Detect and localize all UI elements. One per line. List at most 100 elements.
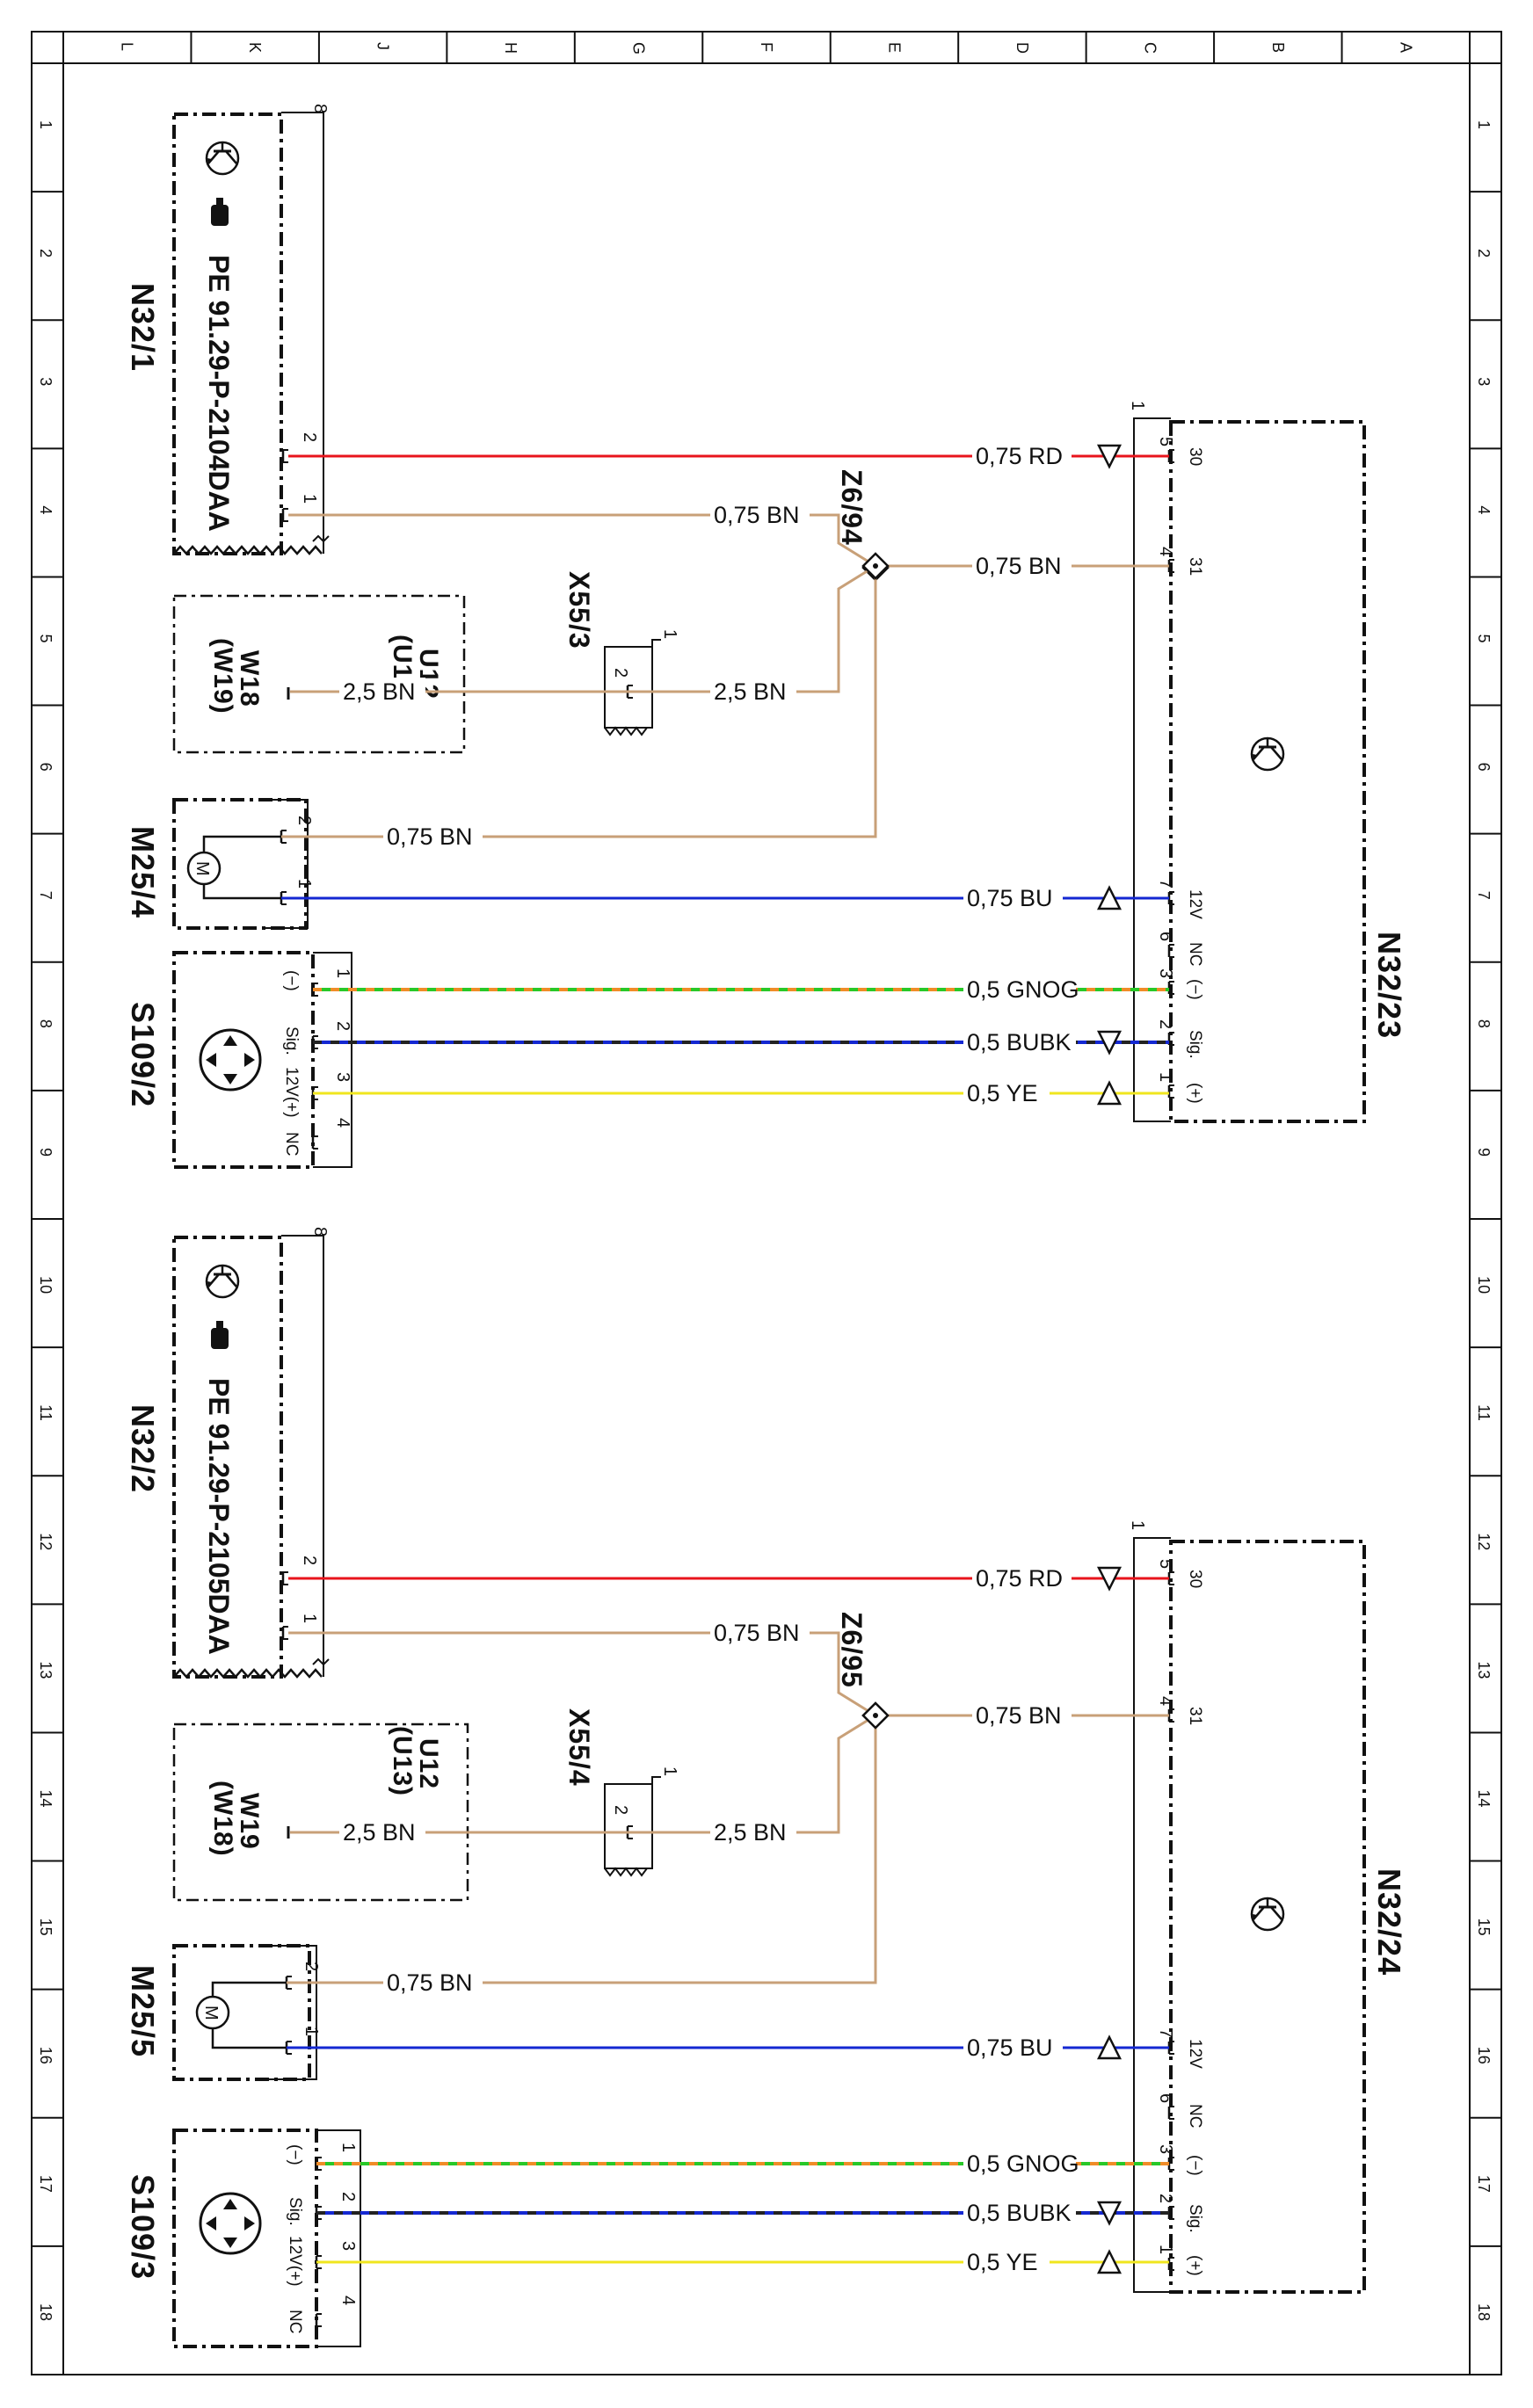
wire-label: 2,5 BN	[714, 1819, 787, 1846]
row-label: 8	[1475, 1019, 1493, 1028]
motor-pin: 2	[302, 1962, 321, 1971]
ecu-icon	[205, 141, 240, 176]
direction-arrow-icon	[1096, 2034, 1123, 2060]
module-designation: N32/23	[1371, 932, 1407, 1039]
row-label: 3	[37, 377, 54, 386]
row-label: 13	[37, 1661, 54, 1679]
sensor-term: 12V(+)	[286, 2236, 304, 2287]
wire-label: 0,75 BN	[387, 1969, 473, 1996]
wire-label: 0,75 RD	[976, 1565, 1063, 1592]
wire-label: 0,75 BN	[714, 502, 800, 528]
row-label: 10	[37, 1276, 54, 1294]
row-label: 16	[37, 2047, 54, 2064]
direction-arrow-icon	[1096, 1566, 1123, 1592]
wire-label: 0,75 BN	[976, 1702, 1062, 1729]
module-pin: 4	[1156, 1696, 1175, 1706]
connector-designation: X55/4	[563, 1708, 595, 1787]
row-label: 2	[37, 249, 54, 257]
module-term: 12V	[1186, 889, 1204, 919]
motor-designation: M25/5	[125, 1965, 161, 2057]
motor-symbol: M	[193, 861, 212, 876]
wire-label: 2,5 BN	[343, 678, 416, 705]
sensor-term: 12V(+)	[282, 1067, 301, 1118]
lower-circuit: 8 PE 91.29-P-2105DAA N32/2 2 1 U12 (U13)…	[125, 1227, 1407, 2348]
sensor-box: (−) Sig. 12V(+) NC 1 2 3 4 S109/3	[125, 2129, 361, 2348]
row-label: 1	[37, 120, 54, 129]
sensor-designation: S109/2	[125, 1002, 161, 1107]
ground-box-label: (U13)	[388, 1726, 417, 1796]
wire-label: 2,5 BN	[714, 678, 787, 705]
column-label: L	[119, 42, 136, 51]
connector-designation: X55/3	[563, 571, 595, 649]
row-label: 7	[1475, 891, 1493, 900]
connector-pin: 2	[611, 1805, 630, 1815]
wire-label: 0,5 BUBK	[967, 1029, 1072, 1055]
row-label: 11	[37, 1404, 54, 1421]
direction-arrow-icon	[1096, 885, 1123, 910]
row-label: 4	[37, 505, 54, 514]
connector-x55: 1 2 X55/3	[563, 571, 679, 736]
ctrl-unit-designation: N32/1	[125, 283, 161, 372]
row-label: 5	[37, 635, 54, 643]
module-term: (+)	[1186, 1083, 1204, 1104]
column-label: A	[1397, 42, 1414, 53]
sensor-term: (−)	[286, 2144, 304, 2165]
motor-pin: 1	[302, 2027, 321, 2036]
row-label: 3	[1475, 377, 1493, 386]
ctrl-unit-box: 8 PE 91.29-P-2104DAA N32/1 2 1	[125, 104, 330, 555]
module-term: (−)	[1186, 979, 1204, 1000]
wire-label: 0,75 RD	[976, 443, 1063, 469]
frame-inner	[62, 62, 1471, 2375]
module-term: Sig.	[1186, 1030, 1204, 1059]
ecu-icon	[1250, 1897, 1285, 1932]
wire-label: 0,5 GNOG	[967, 2151, 1079, 2177]
direction-arrow-icon	[1096, 1030, 1123, 1055]
row-label: 8	[37, 1019, 54, 1028]
row-label: 6	[37, 763, 54, 772]
row-label: 1	[1475, 120, 1493, 129]
wire-label: 0,5 YE	[967, 1080, 1038, 1106]
wire-brown	[288, 1631, 876, 1717]
row-label: 9	[1475, 1148, 1493, 1157]
joystick-icon	[199, 2192, 262, 2255]
column-label: B	[1269, 42, 1287, 53]
column-label: J	[374, 42, 392, 50]
joystick-icon	[199, 1028, 262, 1092]
wire-label: 0,75 BN	[976, 553, 1062, 579]
module-term: (+)	[1186, 2255, 1204, 2276]
ground-point-designation: Z6/95	[836, 1612, 868, 1688]
module-term: 12V	[1186, 2039, 1204, 2069]
row-label: 15	[37, 1918, 54, 1936]
wire-label: 0,75 BU	[967, 885, 1053, 911]
module-connector-number: 1	[1128, 401, 1147, 410]
ground-wire-label: (W18)	[208, 1781, 237, 1857]
module-pin: 7	[1156, 879, 1175, 888]
motor-designation: M25/4	[125, 826, 161, 918]
motor-pin: 2	[294, 816, 314, 825]
sensor-pin: 2	[333, 1021, 352, 1031]
ecu-icon	[1250, 736, 1285, 772]
row-label: 6	[1475, 763, 1493, 772]
ctrl-unit-pin: 1	[300, 1614, 319, 1623]
row-label: 12	[37, 1533, 54, 1550]
module-pin: 2	[1156, 1019, 1175, 1029]
connector-number: 1	[660, 629, 679, 639]
row-label: 14	[37, 1790, 54, 1808]
sensor-term: Sig.	[282, 1026, 301, 1055]
module-pin: 1	[1156, 2245, 1175, 2254]
wire-label: 0,75 BU	[967, 2034, 1053, 2061]
sensor-pin: 3	[333, 1072, 352, 1082]
connector-x55: 1 2 X55/4	[563, 1708, 679, 1877]
module-pin: 3	[1156, 2144, 1175, 2154]
sensor-pin: 1	[338, 2143, 358, 2152]
motor-pin: 1	[294, 879, 314, 888]
ctrl-unit-connector-number: 8	[310, 104, 330, 113]
column-label: F	[758, 42, 775, 52]
sensor-designation: S109/3	[125, 2174, 161, 2280]
module-term: NC	[1186, 2104, 1204, 2128]
